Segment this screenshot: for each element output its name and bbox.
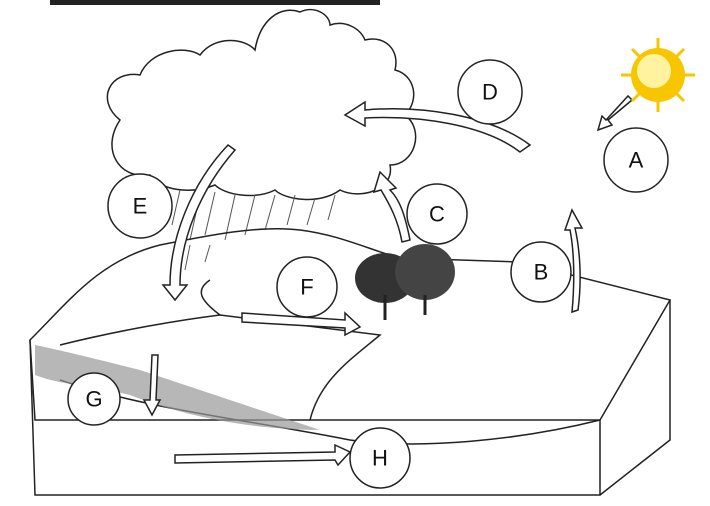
arrow-e <box>161 144 237 302</box>
arrow-h <box>174 443 352 467</box>
svg-text:C: C <box>429 202 445 227</box>
arrow-c <box>372 170 411 243</box>
arrow-g <box>142 354 162 417</box>
arrow-b <box>563 208 584 314</box>
label-h: H <box>349 427 411 489</box>
label-e: E <box>107 173 173 239</box>
cloud <box>106 8 417 201</box>
stream <box>200 279 221 316</box>
label-d: D <box>457 59 523 125</box>
arrow-a <box>596 94 634 132</box>
svg-text:F: F <box>300 275 313 300</box>
svg-text:G: G <box>85 387 102 412</box>
label-g: G <box>67 372 121 426</box>
trees <box>355 244 455 320</box>
arrow-f <box>241 311 362 337</box>
water-table <box>59 379 601 445</box>
svg-text:D: D <box>482 80 498 105</box>
block-front <box>29 300 671 496</box>
svg-text:H: H <box>372 446 388 471</box>
label-c: C <box>406 183 468 245</box>
svg-text:A: A <box>629 148 644 173</box>
cut-off-heading <box>50 0 380 5</box>
label-b: B <box>510 241 572 303</box>
label-f: F <box>276 256 338 318</box>
label-a: A <box>603 127 669 193</box>
sun-icon <box>621 38 695 112</box>
aquifer <box>35 345 320 430</box>
svg-text:E: E <box>133 194 148 219</box>
svg-text:B: B <box>534 260 549 285</box>
